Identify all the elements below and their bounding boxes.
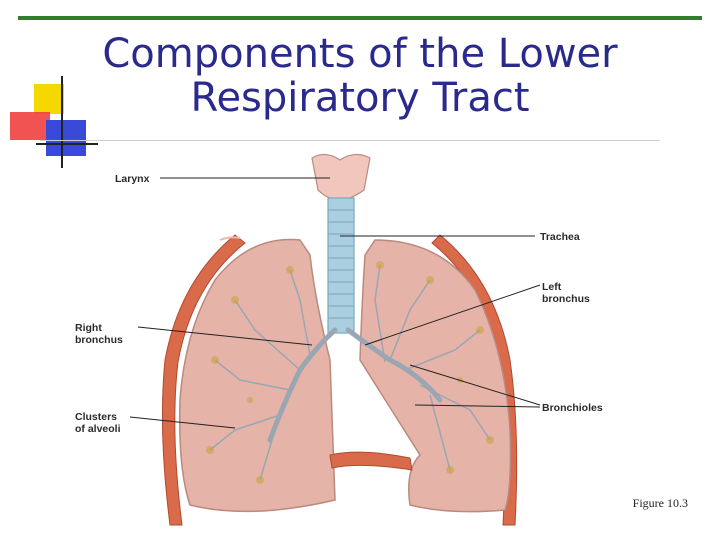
label-right-bronchus-1: Right (75, 322, 102, 334)
title-underline (40, 140, 660, 141)
title-line-1: Components of the Lower (102, 31, 618, 77)
label-alveoli-2: of alveoli (75, 423, 121, 435)
alveoli-clusters (206, 261, 494, 484)
label-left-bronchus-2: bronchus (542, 293, 590, 305)
slide-decoration (10, 76, 98, 168)
bronchiole-branches (209, 264, 491, 481)
label-trachea: Trachea (540, 231, 580, 243)
label-alveoli-1: Clusters (75, 411, 117, 423)
label-larynx: Larynx (115, 173, 150, 185)
larynx-shape (311, 153, 371, 201)
diaphragm (329, 451, 413, 471)
title-line-2: Respiratory Tract (190, 75, 530, 121)
label-left-bronchus-1: Left (542, 281, 562, 293)
bronchial-tree (267, 327, 443, 443)
label-right-bronchus-2: bronchus (75, 334, 123, 346)
left-lung (359, 239, 512, 513)
top-rule (18, 16, 702, 20)
slide-title: Components of the Lower Respiratory Trac… (60, 32, 660, 120)
trachea-rings (328, 209, 354, 319)
figure-caption: Figure 10.3 (632, 496, 688, 510)
lung-diagram: Larynx Trachea Left bronchus Right bronc… (75, 153, 603, 526)
trachea-shape (327, 197, 355, 334)
label-bronchioles: Bronchioles (542, 402, 603, 414)
leader-lines (129, 177, 541, 429)
ribcage-left (161, 234, 246, 526)
